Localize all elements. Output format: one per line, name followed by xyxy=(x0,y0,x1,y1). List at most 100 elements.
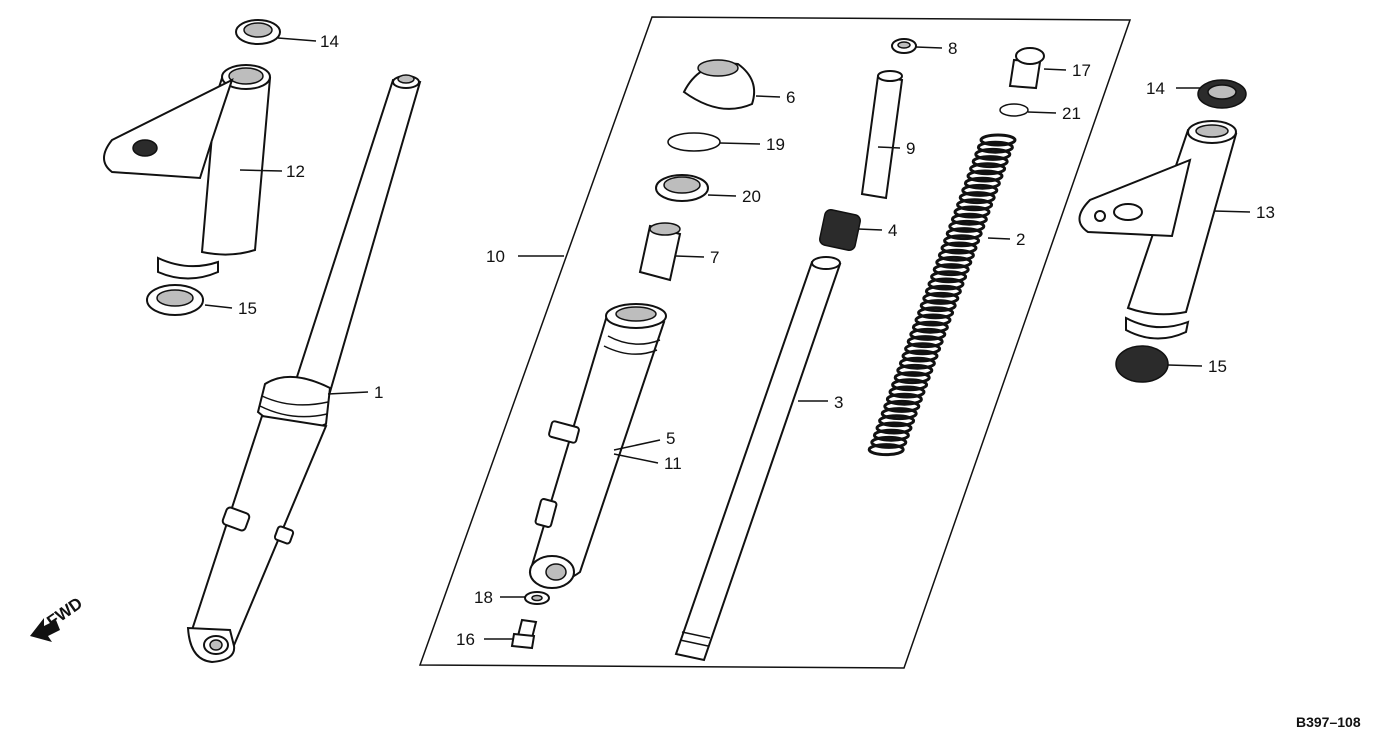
part-21-o-ring xyxy=(999,103,1029,117)
leader-line-c20 xyxy=(707,194,737,197)
spring-coil xyxy=(935,255,973,269)
part-4-rebound-spring xyxy=(819,209,861,251)
part-9-damper-rod xyxy=(860,70,904,200)
spring-coil xyxy=(917,306,955,320)
leader-line-c2 xyxy=(987,237,1011,240)
spring-coil xyxy=(924,284,962,298)
leader-line-c7 xyxy=(675,255,705,258)
leader-line-c9 xyxy=(877,146,901,149)
callout-c5: 5 xyxy=(666,429,675,448)
spring-coil xyxy=(875,421,913,435)
callout-leaders xyxy=(204,37,1251,640)
spring-coil xyxy=(909,327,947,341)
spring-coil xyxy=(878,414,916,428)
fwd-label: FWD xyxy=(43,594,86,632)
callout-c10: 10 xyxy=(486,247,505,266)
part-7-bushing xyxy=(638,222,682,282)
leader-line-c15b xyxy=(1167,364,1203,367)
spring-coil xyxy=(901,349,939,363)
leader-line-c5 xyxy=(613,439,661,451)
spring-coil xyxy=(953,205,991,219)
callout-c15a: 15 xyxy=(238,299,257,318)
spring-coil xyxy=(961,183,999,197)
spring-coil xyxy=(937,248,975,262)
part-2-fork-spring xyxy=(867,133,1017,457)
diagram-code: B397–108 xyxy=(1296,714,1361,730)
spring-coil xyxy=(976,140,1014,154)
part-19-clip xyxy=(667,132,721,152)
callout-c14a: 14 xyxy=(320,32,339,51)
callout-c18: 18 xyxy=(474,588,493,607)
fork-leg-assembly xyxy=(186,74,422,664)
callout-c12: 12 xyxy=(286,162,305,181)
spring-coil xyxy=(880,407,918,421)
callout-c3: 3 xyxy=(834,393,843,412)
leader-line-c11 xyxy=(613,453,659,464)
leader-line-c4 xyxy=(857,228,883,231)
callout-c8: 8 xyxy=(948,39,957,58)
callout-c20: 20 xyxy=(742,187,761,206)
spring-coil xyxy=(898,356,936,370)
callout-c9: 9 xyxy=(906,139,915,158)
subassembly-frame xyxy=(418,16,1132,669)
callout-c14b: 14 xyxy=(1146,79,1165,98)
callout-c4: 4 xyxy=(888,221,897,240)
callout-c11: 11 xyxy=(664,454,682,473)
leader-line-c12 xyxy=(239,169,283,172)
leader-line-c14a xyxy=(277,37,317,42)
callout-c21: 21 xyxy=(1062,104,1081,123)
spring-coil xyxy=(914,313,952,327)
spring-coil xyxy=(932,263,970,277)
callout-c13: 13 xyxy=(1256,203,1275,222)
callout-c7: 7 xyxy=(710,248,719,267)
spring-coil xyxy=(943,234,981,248)
spring-coil xyxy=(950,212,988,226)
spring-coil xyxy=(906,335,944,349)
callout-c2: 2 xyxy=(1016,230,1025,249)
spring-coil xyxy=(922,291,960,305)
spring-coil xyxy=(956,198,994,212)
spring-coil xyxy=(911,320,949,334)
spring-coil xyxy=(945,227,983,241)
part-17-plug xyxy=(1008,47,1045,90)
leader-line-c1 xyxy=(327,391,369,395)
part-13-bracket xyxy=(1078,79,1247,383)
part-6-dust-cap xyxy=(682,59,756,110)
spring-coil xyxy=(940,241,978,255)
callout-c19: 19 xyxy=(766,135,785,154)
part-5-slider xyxy=(528,303,667,589)
spring-coil xyxy=(891,378,929,392)
spring-coil xyxy=(963,176,1001,190)
spring-coil xyxy=(979,133,1017,147)
part-16-bolt xyxy=(510,618,538,650)
part-8-cap xyxy=(891,38,917,54)
spring-coil xyxy=(872,428,910,442)
leader-line-c17 xyxy=(1043,68,1067,71)
spring-coil xyxy=(893,371,931,385)
spring-coil xyxy=(919,299,957,313)
spring-coil xyxy=(974,147,1012,161)
spring-coil xyxy=(927,277,965,291)
callout-c1: 1 xyxy=(374,383,383,402)
spring-coil xyxy=(904,342,942,356)
leader-line-c8 xyxy=(915,46,943,49)
spring-coil xyxy=(885,392,923,406)
forward-direction-arrow xyxy=(30,618,60,642)
callout-c15b: 15 xyxy=(1208,357,1227,376)
spring-coil xyxy=(969,162,1007,176)
part-12-bracket xyxy=(103,19,281,316)
leader-line-c19 xyxy=(719,142,761,145)
spring-coil xyxy=(896,363,934,377)
part-20-oil-seal xyxy=(655,174,709,202)
callout-c16: 16 xyxy=(456,630,475,649)
spring-coil xyxy=(971,155,1009,169)
spring-coil xyxy=(966,169,1004,183)
callout-c17: 17 xyxy=(1072,61,1091,80)
leader-line-c15a xyxy=(204,304,233,309)
leader-line-c6 xyxy=(755,95,781,98)
spring-coil xyxy=(958,191,996,205)
spring-coil xyxy=(948,219,986,233)
leader-line-c21 xyxy=(1027,111,1057,114)
